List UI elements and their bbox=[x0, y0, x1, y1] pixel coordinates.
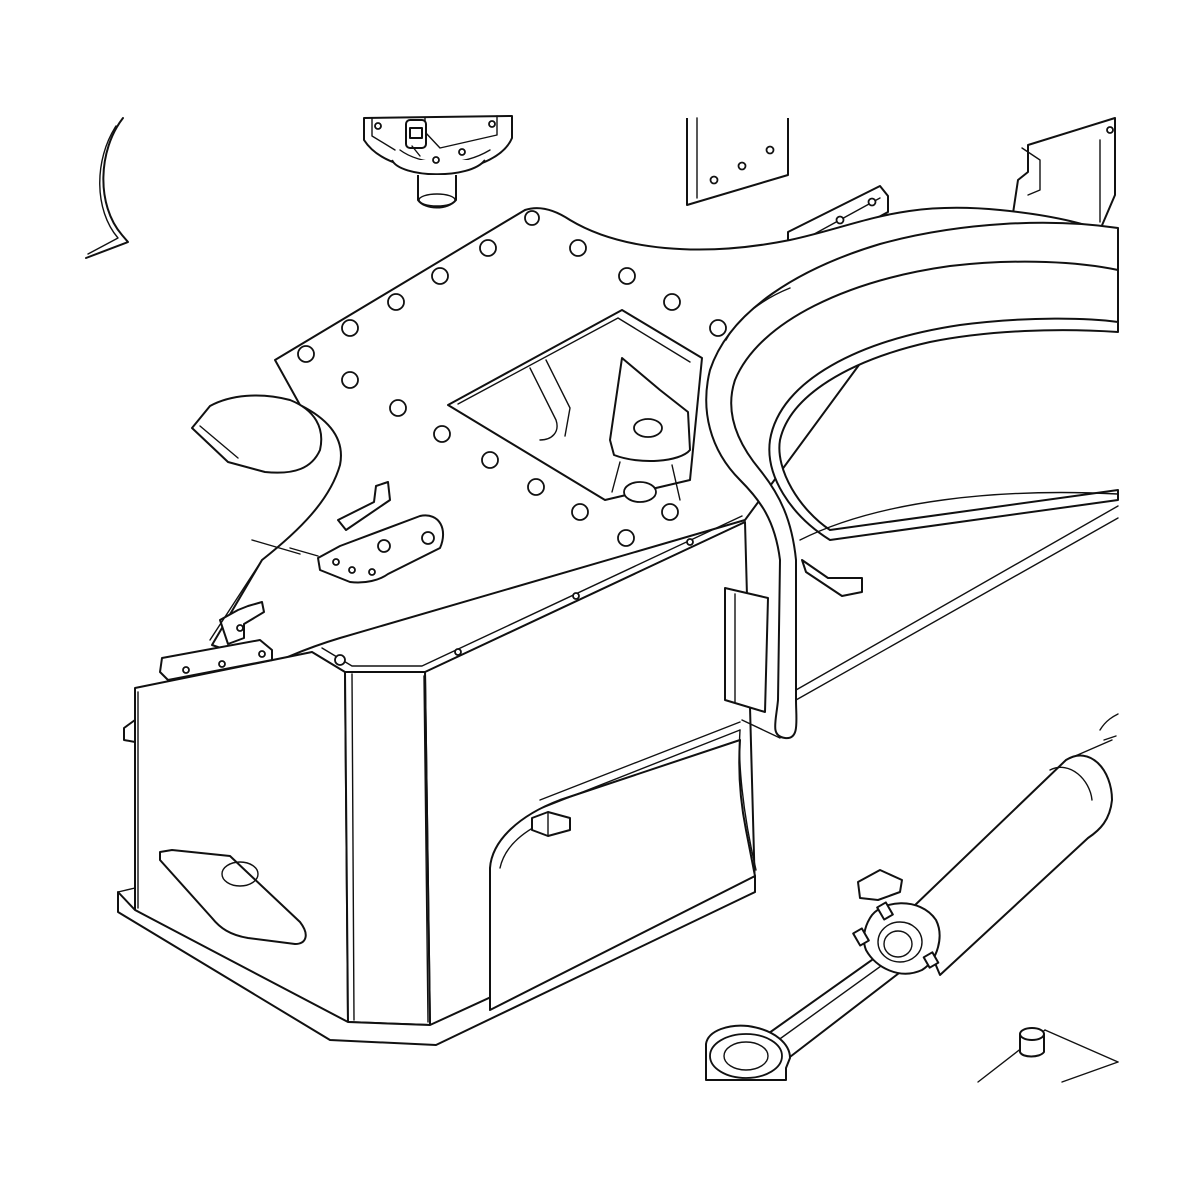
turntable-ring bbox=[705, 221, 1119, 740]
plate-opening bbox=[447, 309, 703, 503]
small-hole-bracket bbox=[289, 481, 445, 584]
pivot-housing bbox=[363, 115, 513, 209]
plate-edge-lines bbox=[209, 539, 301, 641]
side-mounting-tabs bbox=[123, 601, 273, 743]
main-frame bbox=[117, 515, 756, 1046]
ring-bracket-block bbox=[724, 559, 863, 713]
top-right-bracket bbox=[1011, 117, 1116, 231]
vertical-plate bbox=[686, 117, 789, 206]
partial-arc-component bbox=[85, 117, 129, 259]
lower-guide-lines bbox=[738, 719, 781, 871]
grease-fitting bbox=[405, 119, 427, 157]
hydraulic-cylinder bbox=[705, 713, 1119, 1081]
pin-boss bbox=[977, 1027, 1119, 1083]
